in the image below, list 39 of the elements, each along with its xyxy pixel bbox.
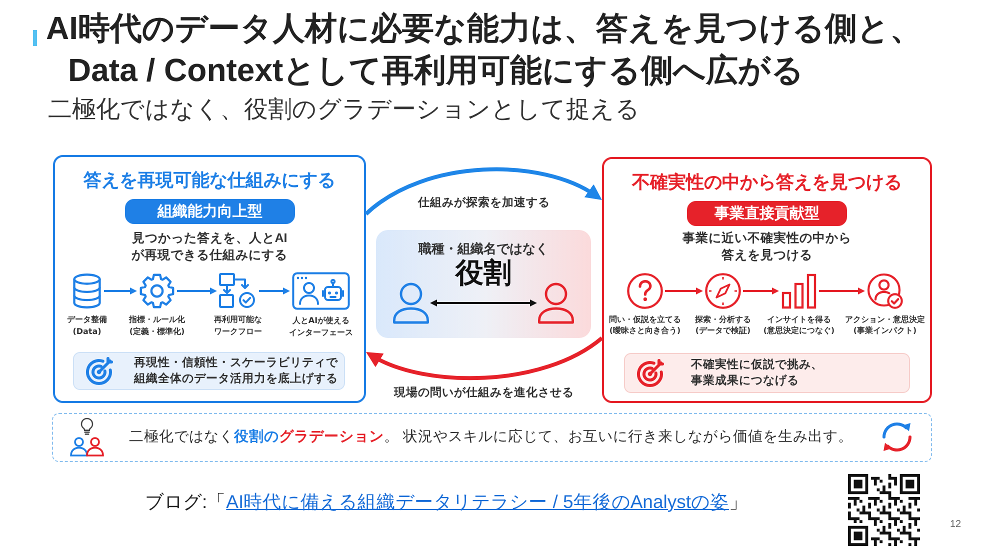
- arrow: [665, 288, 703, 294]
- step-label: 再利用可能なワークフロー: [213, 314, 263, 337]
- arrow: [177, 288, 217, 294]
- slide-subtitle: 二極化ではなく、役割のグラデーションとして捉える: [48, 95, 640, 125]
- approach-panel: [602, 157, 932, 403]
- summary-text: 再現性・信頼性・スケーラビリティで組織全体のデータ活用力を底上げする: [134, 356, 339, 387]
- arrow: [259, 288, 290, 294]
- blog-link: AI時代に備える組織データリテラシー / 5年後のAnalystの姿: [226, 491, 729, 512]
- arrow: [819, 288, 865, 294]
- summary-box: [624, 353, 910, 393]
- role-panel: [376, 230, 591, 338]
- person-icon: [392, 282, 430, 324]
- type-badge: 組織能力向上型: [125, 199, 295, 224]
- arrow: [743, 288, 779, 294]
- step-note: (定義・標準化): [129, 326, 185, 337]
- slide-title: AI時代のデータ人材に必要な能力は、答えを見つける側と、Data / Contextとして再利用可能にする側へ広がる: [46, 9, 923, 90]
- role-caption: 職種・組織名ではなく: [418, 240, 548, 257]
- step-label: 人とAIが使えるインターフェース: [288, 315, 354, 338]
- type-badge: 事業直接貢献型: [687, 201, 847, 226]
- approach-panel: [53, 155, 366, 403]
- person-icon: [537, 282, 575, 324]
- panel-heading: 不確実性の中から答えを見つける: [632, 171, 902, 194]
- panel-description: 事業に近い不確実性の中から答えを見つける: [682, 230, 852, 264]
- curved-arrow: [366, 336, 604, 380]
- message-banner: [52, 413, 932, 462]
- arrow: [104, 288, 137, 294]
- step-note: (Data): [72, 326, 102, 337]
- double-arrow: [430, 300, 537, 306]
- message-text: 二極化ではなく役割のグラデーション。 状況やスキルに応じて、お互いに行き来しながら価値を生み出す。: [129, 428, 854, 447]
- summary-text: 不確実性に仮説で挑み、事業成果につなげる: [691, 357, 824, 389]
- panel-heading: 答えを再現可能な仕組みにする: [84, 169, 336, 192]
- panel-description: 見つかった答えを、人とAIが再現できる仕組みにする: [130, 230, 288, 264]
- curved-arrow: [364, 168, 602, 216]
- role-heading: 役割: [456, 256, 512, 290]
- blog-reference: ブログ:「AI時代に備える組織データリテラシー / 5年後のAnalystの姿」: [145, 490, 748, 514]
- step-label: データ整備: [67, 314, 107, 326]
- step-label: 指標・ルール化: [129, 314, 185, 326]
- page-number: 12: [950, 519, 962, 531]
- summary-box: [73, 352, 345, 390]
